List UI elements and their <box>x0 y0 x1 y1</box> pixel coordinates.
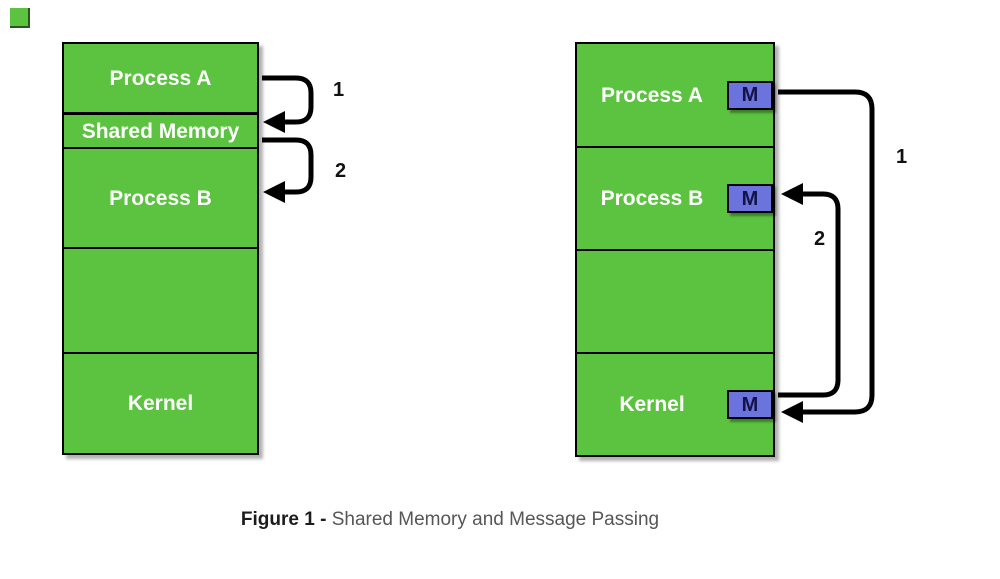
left-arrow-2 <box>262 137 314 203</box>
shared-memory-diagram: Process A Shared Memory Process B Kernel <box>62 42 259 455</box>
message-passing-diagram: Process A M Process B M Kernel M <box>575 42 775 457</box>
shared-memory-label: Shared Memory <box>81 119 240 143</box>
message-box-kernel: M <box>727 390 773 419</box>
right-arrow-2-label: 2 <box>814 228 826 250</box>
right-arrow-1 <box>778 89 875 423</box>
right-arrow-2 <box>778 183 841 398</box>
process-a-label: Process A <box>109 66 212 90</box>
figure-caption-number: Figure 1 - <box>240 509 327 530</box>
kernel-label: Kernel <box>619 393 685 416</box>
stray-green-square <box>10 8 30 28</box>
right-arrow-1-label: 1 <box>896 146 908 168</box>
shared-memory-section: Shared Memory <box>64 112 257 147</box>
process-b-label: Process B <box>600 187 704 210</box>
kernel-section: Kernel M <box>577 352 773 455</box>
empty-section <box>64 247 257 352</box>
kernel-section: Kernel <box>64 352 257 453</box>
left-arrow-1 <box>262 75 314 133</box>
process-b-section: Process B M <box>577 146 773 249</box>
message-box-process-b: M <box>727 184 773 213</box>
empty-section <box>577 249 773 352</box>
process-a-section: Process A M <box>577 44 773 146</box>
left-arrow-2-label: 2 <box>335 160 347 182</box>
figure-caption: Figure 1 - Shared Memory and Message Pas… <box>0 508 900 532</box>
process-b-label: Process B <box>109 186 212 210</box>
message-box-process-a: M <box>727 80 773 110</box>
process-a-label: Process A <box>601 83 703 107</box>
figure-caption-text: Shared Memory and Message Passing <box>331 509 660 530</box>
left-arrow-1-label: 1 <box>333 79 345 101</box>
process-b-section: Process B <box>64 147 257 247</box>
process-a-section: Process A <box>64 44 257 112</box>
kernel-label: Kernel <box>127 392 194 415</box>
